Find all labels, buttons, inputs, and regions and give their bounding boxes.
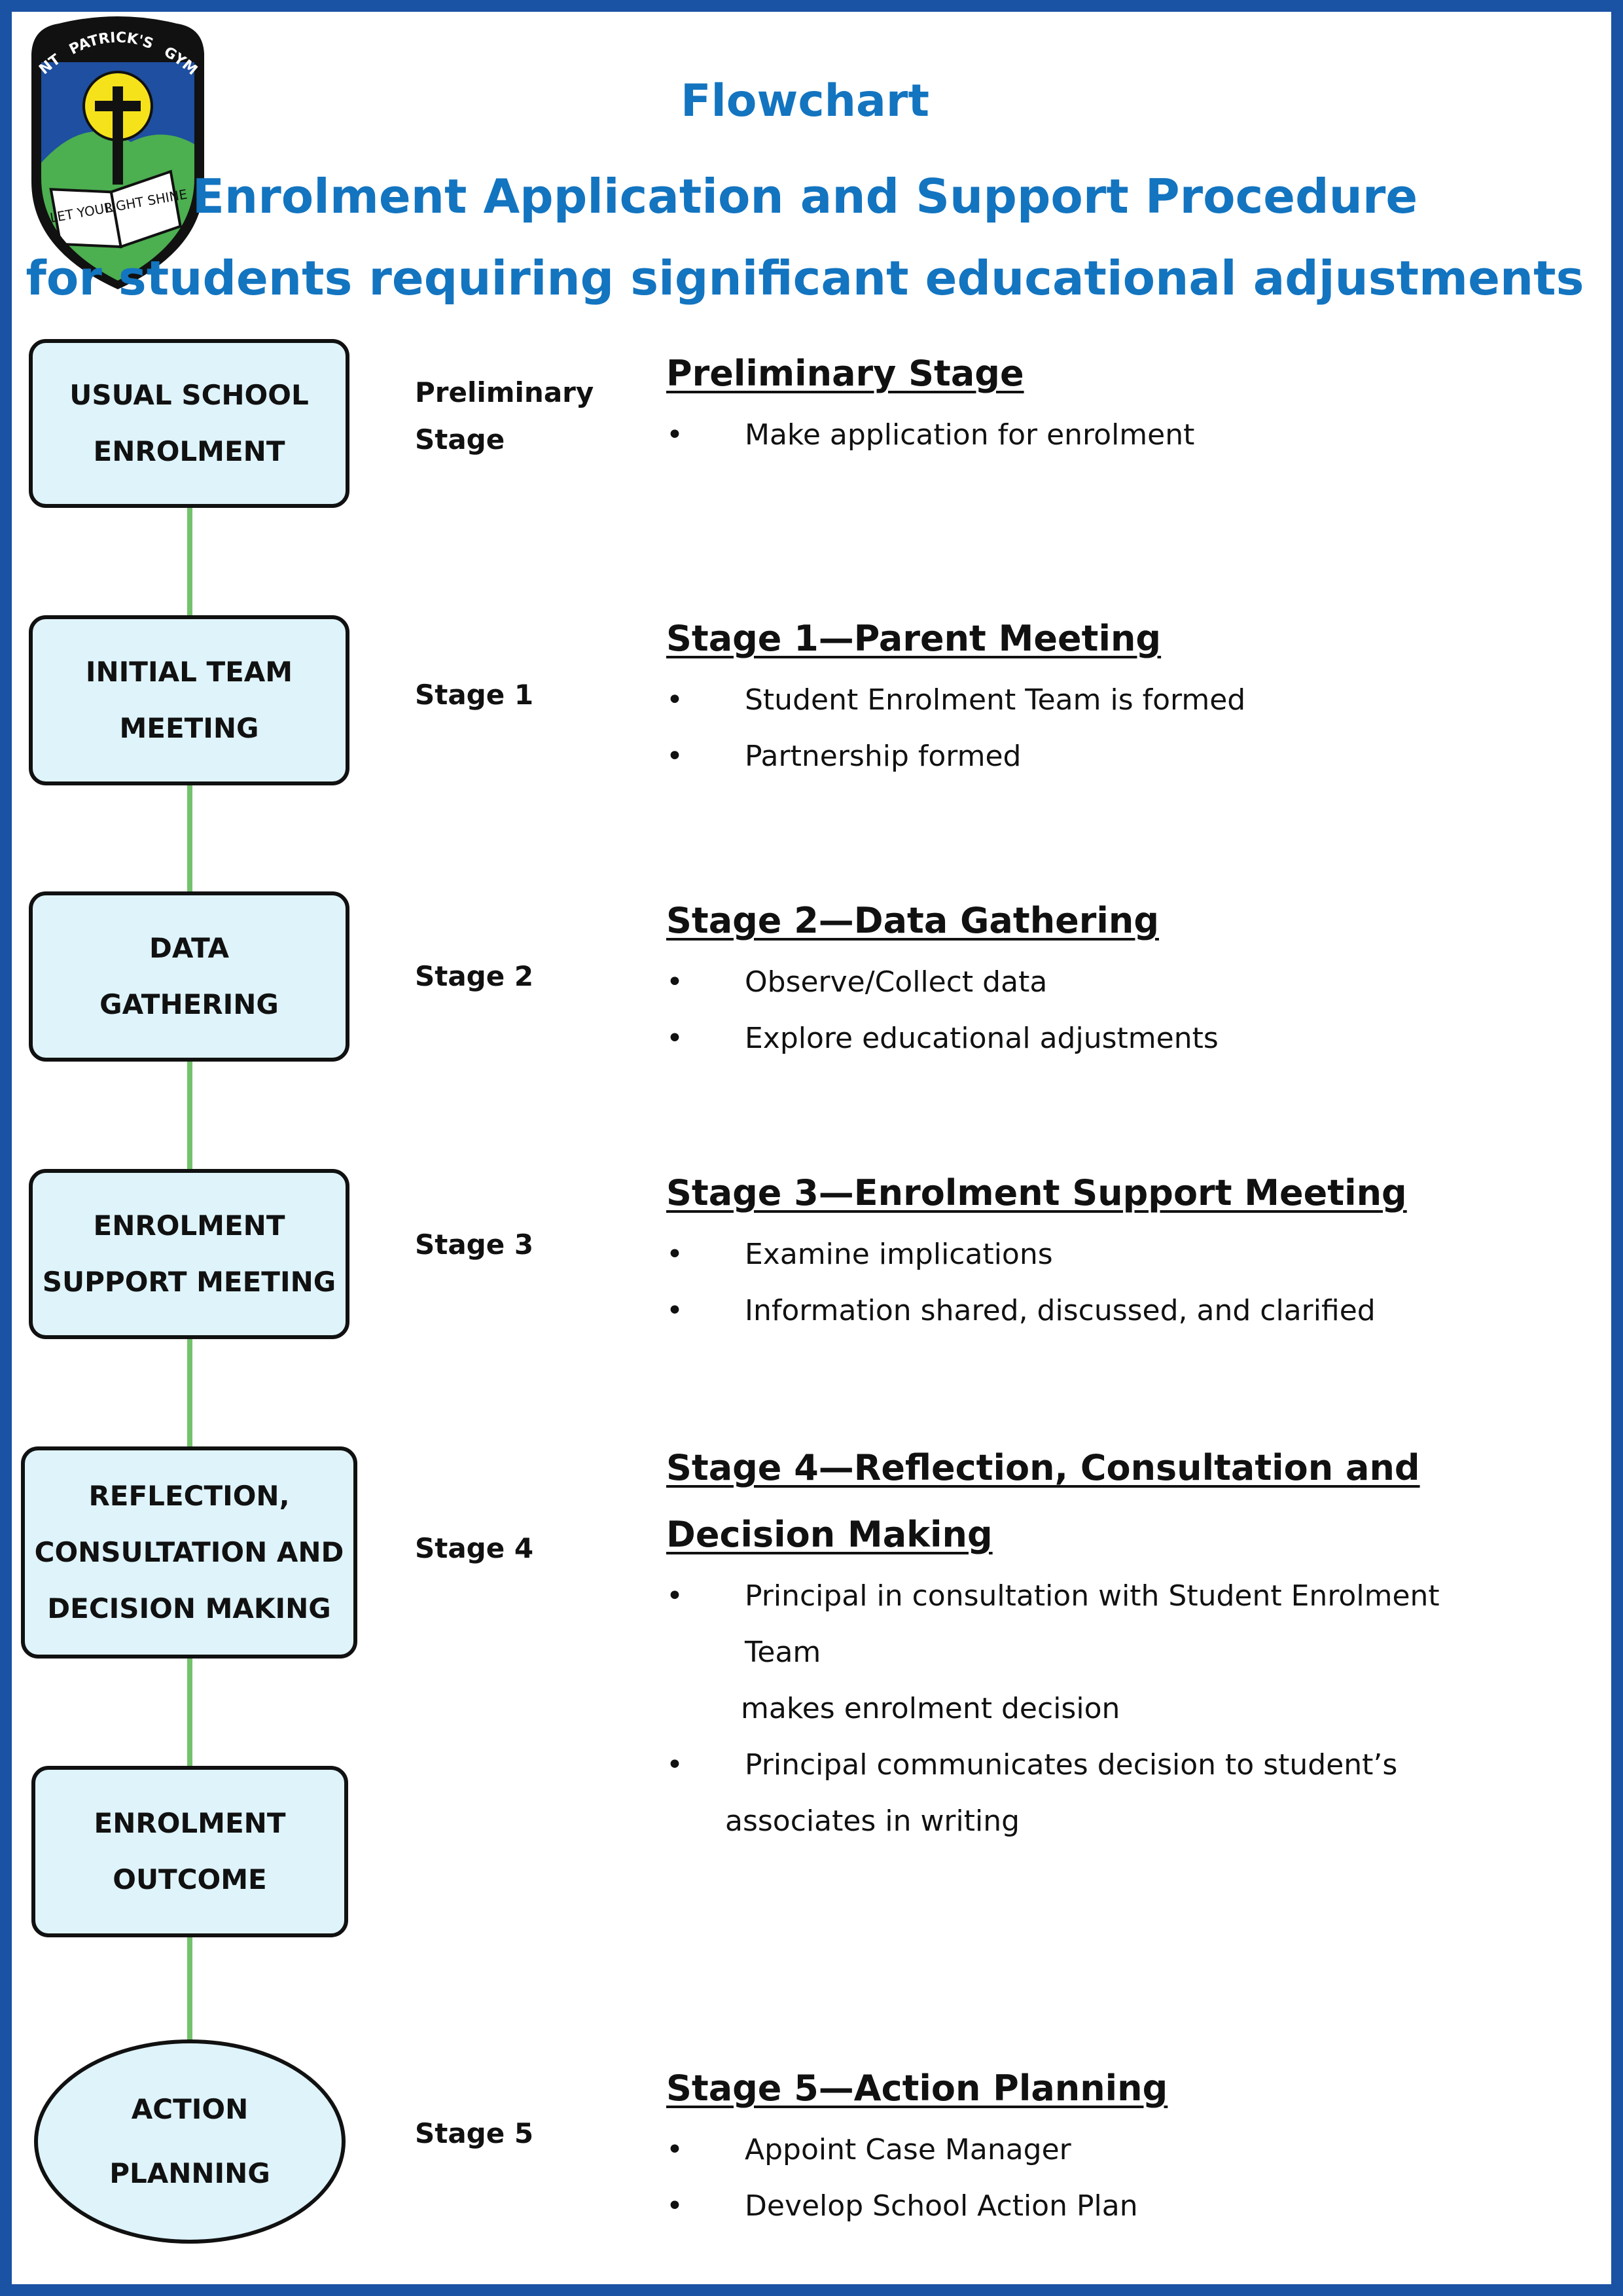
flow-box-enrolment-support-meeting: ENROLMENT SUPPORT MEETING	[29, 1169, 349, 1339]
bullet-list: Appoint Case Manager Develop School Acti…	[666, 2122, 1517, 2234]
stage-label-2: Stage 2	[415, 960, 534, 992]
bullet-list: Observe/Collect data Explore educational…	[666, 954, 1517, 1067]
flow-box-usual-school-enrolment: USUAL SCHOOL ENROLMENT	[29, 339, 349, 508]
stage-label-1: Stage 1	[415, 679, 534, 711]
section-heading: Decision Making	[666, 1514, 993, 1555]
flow-box-line: GATHERING	[99, 988, 279, 1020]
stage-label-5: Stage 5	[415, 2117, 534, 2149]
bullet-item: Make application for enrolment	[666, 407, 1517, 463]
flow-connector	[187, 1656, 192, 1770]
bullet-item: Information shared, discussed, and clari…	[666, 1283, 1517, 1339]
bullet-item: Develop School Action Plan	[666, 2178, 1517, 2234]
flow-box-line: PLANNING	[109, 2157, 270, 2189]
bullet-list: Student Enrolment Team is formed Partner…	[666, 672, 1517, 785]
section-stage-5: Stage 5—Action Planning Appoint Case Man…	[666, 2055, 1517, 2234]
flow-box-enrolment-outcome: ENROLMENT OUTCOME	[31, 1766, 348, 1937]
bullet-item: Explore educational adjustments	[666, 1011, 1517, 1067]
section-heading: Stage 5—Action Planning	[666, 2068, 1168, 2109]
section-stage-3: Stage 3—Enrolment Support Meeting Examin…	[666, 1160, 1517, 1339]
flow-box-line: MEETING	[119, 712, 259, 744]
section-heading: Preliminary Stage	[666, 353, 1024, 394]
bullet-item: Observe/Collect data	[666, 954, 1517, 1011]
flow-box-line: CONSULTATION AND	[34, 1536, 344, 1568]
section-heading: Stage 4—Reflection, Consultation and	[666, 1447, 1420, 1488]
bullet-line: Principal in consultation with Student E…	[745, 1579, 1440, 1669]
flow-box-line: INITIAL TEAM	[85, 656, 293, 688]
flow-box-reflection-consultation: REFLECTION, CONSULTATION AND DECISION MA…	[21, 1446, 357, 1659]
flow-box-line: ENROLMENT	[94, 1807, 286, 1839]
flow-box-line: ENROLMENT	[93, 435, 285, 467]
flow-connector	[187, 1060, 192, 1170]
bullet-line: associates in writing	[725, 1804, 1020, 1838]
flow-box-data-gathering: DATA GATHERING	[29, 891, 349, 1062]
flow-box-line: DATA	[149, 932, 229, 964]
page-subtitle-students: for students requiring significant educa…	[26, 251, 1584, 306]
flow-box-line: SUPPORT MEETING	[42, 1266, 336, 1298]
stage-label-line: Preliminary	[415, 376, 594, 408]
bullet-item: Appoint Case Manager	[666, 2122, 1517, 2178]
flow-box-line: DECISION MAKING	[47, 1592, 331, 1624]
bullet-line: makes enrolment decision	[741, 1692, 1120, 1725]
flow-connector	[187, 784, 192, 894]
flow-box-line: USUAL SCHOOL	[69, 379, 309, 411]
section-heading: Stage 2—Data Gathering	[666, 900, 1159, 941]
bullet-item: Examine implications	[666, 1227, 1517, 1283]
flow-box-line: OUTCOME	[113, 1863, 267, 1895]
bullet-list: Examine implications Information shared,…	[666, 1227, 1517, 1339]
section-stage-4: Stage 4—Reflection, Consultation and Dec…	[666, 1435, 1517, 1850]
flow-box-line: ENROLMENT	[93, 1210, 285, 1242]
flow-box-initial-team-meeting: INITIAL TEAM MEETING	[29, 615, 349, 785]
flow-ellipse-action-planning: ACTION PLANNING	[34, 2039, 346, 2244]
bullet-list: Make application for enrolment	[666, 407, 1517, 463]
bullet-item: Student Enrolment Team is formed	[666, 672, 1517, 728]
section-heading: Stage 3—Enrolment Support Meeting	[666, 1172, 1407, 1213]
section-stage-1: Stage 1—Parent Meeting Student Enrolment…	[666, 605, 1517, 785]
flow-connector	[187, 1336, 192, 1446]
page-subtitle-procedure: Enrolment Application and Support Proced…	[192, 169, 1418, 224]
flow-box-line: ACTION	[131, 2093, 249, 2125]
flow-connector	[187, 504, 192, 618]
section-heading: Stage 1—Parent Meeting	[666, 618, 1162, 659]
bullet-list: Principal in consultation with Student E…	[666, 1568, 1517, 1850]
stage-label-preliminary: Preliminary Stage	[415, 369, 594, 463]
stage-label-3: Stage 3	[415, 1229, 534, 1261]
bullet-item: Partnership formed	[666, 728, 1517, 785]
bullet-item: Principal in consultation with Student E…	[666, 1568, 1517, 1737]
stage-label-4: Stage 4	[415, 1532, 534, 1564]
flow-connector	[187, 1935, 192, 2041]
section-preliminary: Preliminary Stage Make application for e…	[666, 340, 1517, 463]
bullet-line: Principal communicates decision to stude…	[745, 1748, 1398, 1782]
bullet-item: Principal communicates decision to stude…	[666, 1737, 1517, 1850]
flow-box-line: REFLECTION,	[88, 1480, 290, 1512]
stage-label-line: Stage	[415, 423, 505, 456]
section-stage-2: Stage 2—Data Gathering Observe/Collect d…	[666, 888, 1517, 1067]
page-title: Flowchart	[681, 75, 929, 127]
school-crest-logo: SAINT PATRICK'S GYMPIE LET YOUR LIGHT SH…	[20, 14, 204, 289]
